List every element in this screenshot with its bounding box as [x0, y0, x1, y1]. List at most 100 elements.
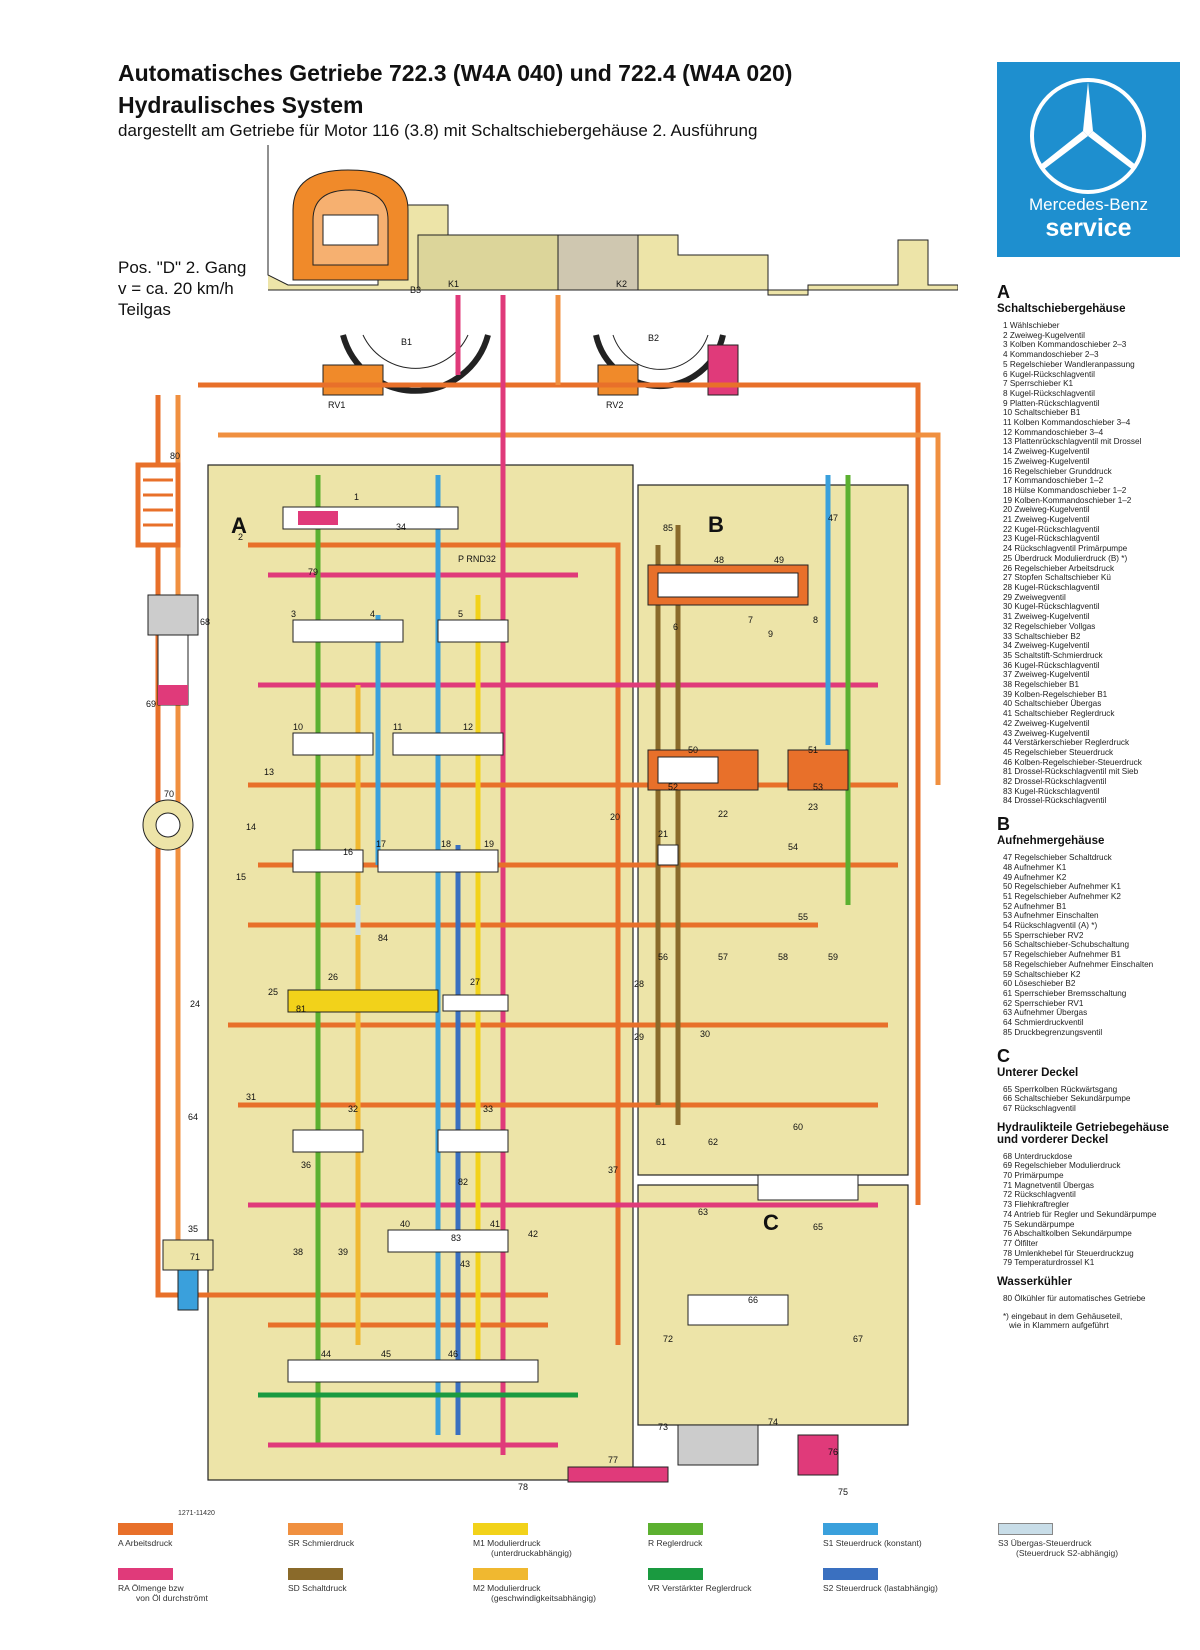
part-item: 37 Zweiweg-Kugelventil: [1003, 670, 1090, 680]
part-item: 67 Rückschlagventil: [1003, 1103, 1076, 1113]
part-item: 46 Kolben-Regelschieber-Steuerdruck: [1003, 757, 1142, 767]
label-74: 74: [768, 1417, 778, 1427]
label-52: 52: [668, 782, 678, 792]
label-21: 21: [658, 829, 668, 839]
part-item: 78 Umlenkhebel für Steuerdruckzug: [1003, 1248, 1134, 1258]
label-34: 34: [396, 522, 406, 532]
legend-label-m1-2: (unterdruckabhängig): [491, 1548, 572, 1558]
label-4: 4: [370, 609, 375, 619]
label-70: 70: [164, 789, 174, 799]
part-item: 54 Rückschlagventil (A) *): [1003, 921, 1098, 931]
position-throttle: Teilgas: [118, 300, 171, 319]
label-13: 13: [264, 767, 274, 777]
section-h-title-1: Hydraulikteile Getriebegehäuse: [997, 1121, 1169, 1134]
label-14: 14: [246, 822, 256, 832]
part-item: 33 Schaltschieber B2: [1003, 631, 1081, 641]
label-77: 77: [608, 1455, 618, 1465]
label-31: 31: [246, 1092, 256, 1102]
section-a-letter: A: [997, 282, 1010, 302]
label-79: 79: [308, 567, 318, 577]
part-item: 42 Zweiweg-Kugelventil: [1003, 718, 1090, 728]
part-item: 32 Regelschieber Vollgas: [1003, 621, 1096, 631]
label-66: 66: [748, 1295, 758, 1305]
label-18: 18: [441, 839, 451, 849]
part-item: 50 Regelschieber Aufnehmer K1: [1003, 882, 1121, 892]
oil-filter-77: [567, 1466, 669, 1483]
part-item: 39 Kolben-Regelschieber B1: [1003, 689, 1108, 699]
label-45: 45: [381, 1349, 391, 1359]
part-item: 7 Sperrschieber K1: [1003, 379, 1074, 389]
part-item: 85 Druckbegrenzungsventil: [1003, 1027, 1103, 1037]
part-item: 1 Wählschieber: [1003, 321, 1060, 330]
part-item: 81 Drossel-Rückschlagventil mit Sieb: [1003, 767, 1139, 777]
label-35: 35: [188, 1224, 198, 1234]
label-58: 58: [778, 952, 788, 962]
legend-label-ra-2: von Öl durchströmt: [136, 1593, 208, 1603]
label-49: 49: [774, 555, 784, 565]
label-22: 22: [718, 809, 728, 819]
part-item: 24 Rückschlagventil Primärpumpe: [1003, 544, 1128, 554]
part-item: 45 Regelschieber Steuerdruck: [1003, 747, 1114, 757]
label-38: 38: [293, 1247, 303, 1257]
label-30: 30: [700, 1029, 710, 1039]
label-k1: K1: [448, 279, 459, 289]
drawing-code: 1271-11420: [178, 1510, 215, 1517]
label-85: 85: [663, 523, 673, 533]
part-item: 22 Kugel-Rückschlagventil: [1003, 524, 1100, 534]
legend-label-m2-2: (geschwindigkeitsabhängig): [491, 1593, 596, 1603]
legend-item-r: R Reglerdruck: [648, 1523, 703, 1548]
legend-label-r: R Reglerdruck: [648, 1538, 703, 1548]
part-item: 84 Drossel-Rückschlagventil: [1003, 796, 1107, 806]
label-2: 2: [238, 532, 243, 542]
part-item: 79 Temperaturdrossel K1: [1003, 1258, 1095, 1268]
part-item: 16 Regelschieber Grunddruck: [1003, 466, 1112, 476]
label-20: 20: [610, 812, 620, 822]
legend-label-s1: S1 Steuerdruck (konstant): [823, 1538, 922, 1548]
legend-swatch-r: [648, 1523, 703, 1535]
label-68: 68: [200, 617, 210, 627]
label-29: 29: [634, 1032, 644, 1042]
brand-name: Mercedes-Benz: [1028, 195, 1149, 214]
part-item: 55 Sperrschieber RV2: [1003, 930, 1084, 940]
label-32: 32: [348, 1104, 358, 1114]
part-item: 65 Sperrkolben Rückwärtsgang: [1003, 1084, 1118, 1094]
torque-converter: [292, 169, 409, 281]
legend-item-vr: VR Verstärkter Reglerdruck: [648, 1568, 751, 1593]
label-19: 19: [484, 839, 494, 849]
label-9: 9: [768, 629, 773, 639]
part-item: 77 Ölfilter: [1003, 1238, 1039, 1248]
legend-label-ra: RA Ölmenge bzw: [118, 1583, 184, 1593]
part-item: 58 Regelschieber Aufnehmer Einschalten: [1003, 959, 1154, 969]
valve-body-a: [207, 464, 634, 1481]
label-48: 48: [714, 555, 724, 565]
label-12: 12: [463, 722, 473, 732]
part-item: 35 Schaltstift-Schmierdruck: [1003, 650, 1103, 660]
part-item: 70 Primärpumpe: [1003, 1171, 1064, 1181]
label-51: 51: [808, 745, 818, 755]
part-item: 44 Verstärkerschieber Reglerdruck: [1003, 738, 1130, 748]
label-33: 33: [483, 1104, 493, 1114]
label-53: 53: [813, 782, 823, 792]
part-item: 4 Kommandoschieber 2–3: [1003, 350, 1099, 360]
label-36: 36: [301, 1160, 311, 1170]
part-item: 3 Kolben Kommandoschieber 2–3: [1003, 340, 1127, 350]
legend-label-a: A Arbeitsdruck: [118, 1538, 173, 1548]
part-item: 76 Abschaltkolben Sekundärpumpe: [1003, 1229, 1132, 1239]
label-65: 65: [813, 1222, 823, 1232]
legend-swatch-m2: [473, 1568, 528, 1580]
part-item: 60 Löseschieber B2: [1003, 979, 1076, 989]
label-47: 47: [828, 513, 838, 523]
legend-item-m1: M1 Modulierdruck (unterdruckabhängig): [473, 1523, 572, 1558]
label-25: 25: [268, 987, 278, 997]
legend-item-s1: S1 Steuerdruck (konstant): [823, 1523, 922, 1548]
part-item: 10 Schaltschieber B1: [1003, 408, 1081, 418]
section-a-title: Schaltschiebergehäuse: [997, 303, 1126, 315]
label-17: 17: [376, 839, 386, 849]
legend-swatch-m1: [473, 1523, 528, 1535]
label-84: 84: [378, 933, 388, 943]
part-item: 2 Zweiweg-Kugelventil: [1003, 330, 1085, 340]
label-61: 61: [656, 1137, 666, 1147]
